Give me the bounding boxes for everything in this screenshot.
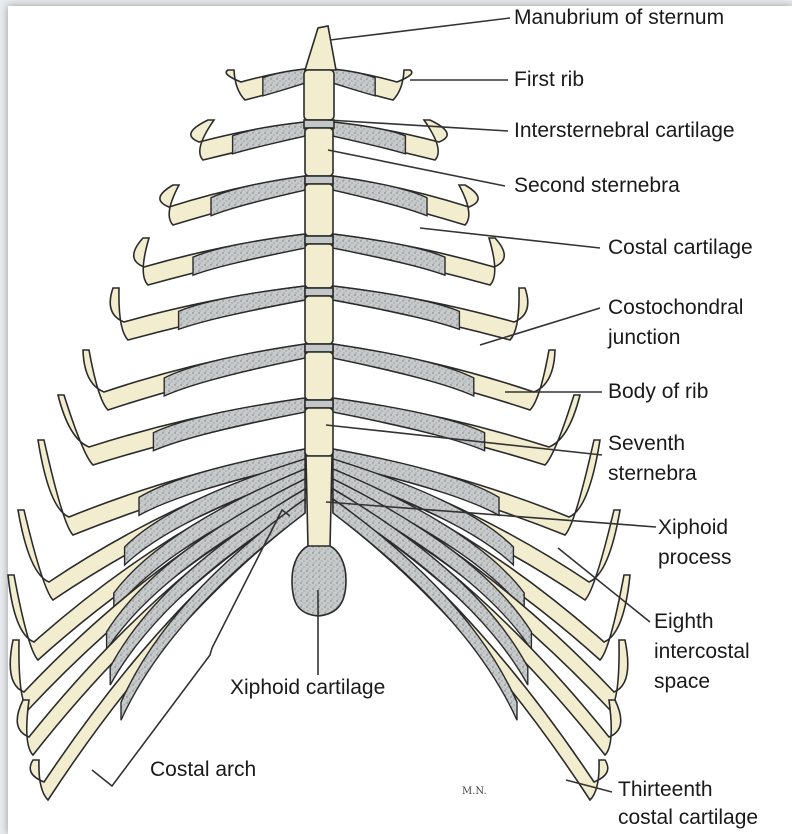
sternebra-4	[305, 244, 333, 288]
costal-cartilage-right-2	[333, 122, 405, 154]
label-costochondral-line2: junction	[608, 326, 743, 350]
label-manubrium: Manubrium of sternum	[514, 6, 724, 30]
label-costochondral-line1: Costochondral	[608, 296, 743, 320]
costal-cartilage-right-6	[333, 344, 474, 396]
intersternebral-cartilage-1	[304, 120, 334, 128]
label-costal-arch: Costal arch	[150, 758, 256, 782]
label-xiphoid-cartilage: Xiphoid cartilage	[230, 676, 385, 700]
label-seventh-line2: sternebra	[608, 462, 697, 486]
costal-cartilage-left-2	[233, 122, 305, 154]
costal-cartilage-left-3	[211, 176, 305, 216]
sternum	[292, 26, 346, 616]
sternebra-6	[305, 352, 333, 400]
sternebra-2	[305, 128, 333, 176]
sternebra-3	[305, 184, 333, 236]
costal-cartilage-right-7	[333, 398, 485, 451]
intersternebral-cartilage-3	[305, 236, 333, 244]
intersternebral-cartilage-4	[305, 288, 333, 296]
costal-cartilage-left-4	[193, 234, 305, 275]
label-xiphoid-process-line1: Xiphoid	[658, 516, 732, 540]
costal-cartilage-right-1	[333, 69, 375, 96]
costal-cartilage-left-1	[263, 69, 305, 96]
sternebra-7	[305, 408, 333, 456]
label-thirteenth-line1: Thirteenth	[618, 778, 758, 802]
costal-cartilage-left-7	[153, 398, 305, 451]
costal-cartilage-left-5	[179, 286, 305, 329]
label-eighth-line1: Eighth	[654, 610, 750, 634]
label-second-sternebra: Second sternebra	[514, 174, 680, 198]
costal-cartilage-right-4	[333, 234, 445, 275]
label-intersternebral: Intersternebral cartilage	[514, 119, 735, 143]
artist-signature: M.N.	[462, 780, 487, 804]
sternebra-1	[304, 70, 334, 120]
label-costochondral-junction: Costochondral junction	[608, 296, 743, 350]
label-eighth-line3: space	[654, 670, 750, 694]
intersternebral-cartilage-5	[305, 344, 333, 352]
label-eighth-line2: intercostal	[654, 640, 750, 664]
costal-cartilage-left-6	[164, 344, 305, 396]
label-first-rib: First rib	[514, 68, 584, 92]
label-xiphoid-process-line2: process	[658, 546, 732, 570]
leader-manubrium	[330, 18, 510, 40]
leader-costal-cartilage	[420, 228, 600, 248]
label-eighth-intercostal-space: Eighth intercostal space	[654, 610, 750, 694]
label-seventh-sternebra: Seventh sternebra	[608, 432, 697, 486]
sternebra-5	[305, 296, 333, 344]
manubrium	[305, 26, 336, 70]
costal-cartilage-right-3	[333, 176, 427, 216]
intersternebral-cartilage-2	[305, 176, 333, 184]
xiphoid-cartilage	[292, 546, 346, 616]
label-costal-cartilage: Costal cartilage	[608, 236, 753, 260]
label-thirteenth-costal-cartilage: Thirteenth costal cartilage	[618, 778, 758, 830]
label-body-of-rib: Body of rib	[608, 380, 708, 404]
label-seventh-line1: Seventh	[608, 432, 697, 456]
label-thirteenth-line2: costal cartilage	[618, 806, 758, 830]
label-xiphoid-process: Xiphoid process	[658, 516, 732, 570]
intersternebral-cartilage-6	[305, 400, 333, 408]
costal-cartilage-right-5	[333, 286, 459, 329]
